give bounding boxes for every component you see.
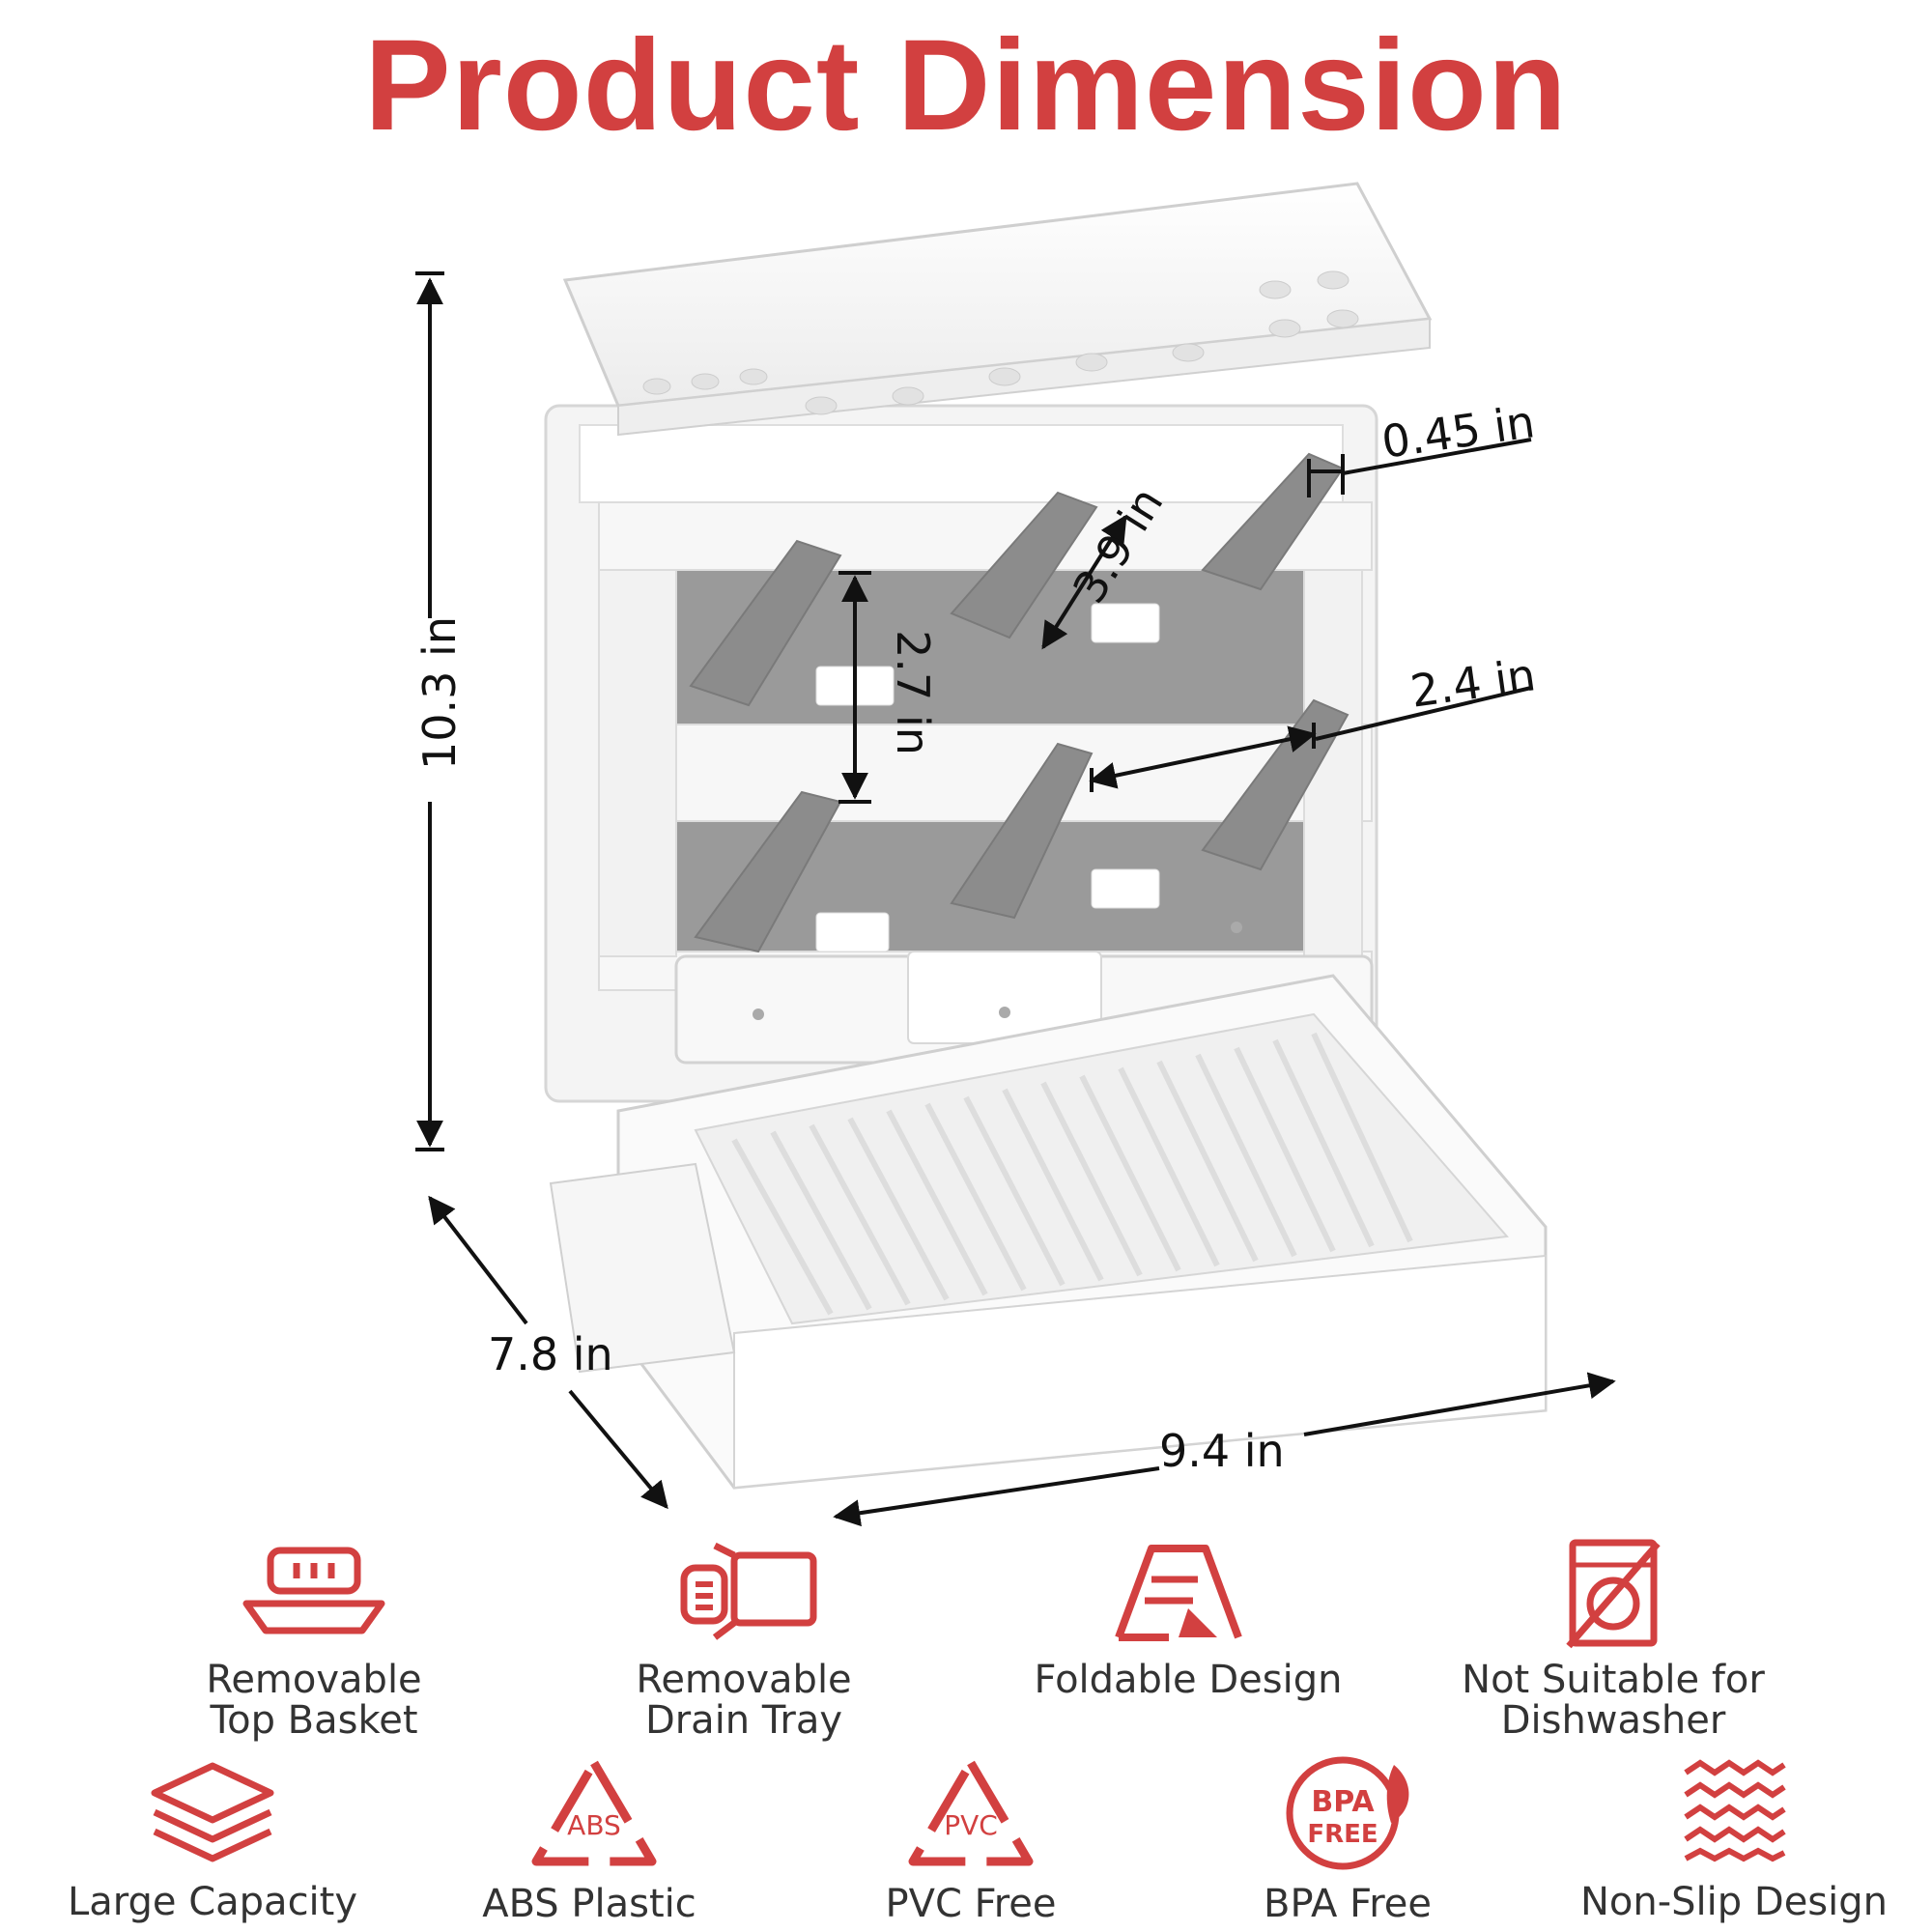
feature-label-bpa-free: BPA Free <box>1264 1882 1432 1926</box>
layers-icon <box>151 1762 274 1862</box>
recycle-pvc-icon: PVC <box>908 1758 1034 1866</box>
svg-text:PVC: PVC <box>944 1809 998 1841</box>
row-spacing-label: 2.7 in <box>887 630 939 755</box>
width-label: 9.4 in <box>1159 1425 1285 1477</box>
svg-text:ABS: ABS <box>567 1809 621 1841</box>
basket-holes <box>642 270 1359 415</box>
top-basket <box>562 182 1433 437</box>
dimension-lines <box>415 271 1616 1527</box>
tray-ribs <box>731 1032 1413 1316</box>
height-label: 10.3 in <box>413 616 466 770</box>
svg-text:BPA: BPA <box>1311 1785 1375 1819</box>
feature-label-large-capacity: Large Capacity <box>67 1880 358 1924</box>
feature-label-foldable: Foldable Design <box>1034 1658 1343 1702</box>
drain-tray <box>549 974 1548 1490</box>
bpa-free-icon: BPA FREE <box>1286 1756 1409 1870</box>
non-slip-icon <box>1684 1759 1786 1862</box>
basket-icon <box>242 1547 385 1634</box>
depth-label: 7.8 in <box>488 1328 613 1380</box>
drain-tray-icon <box>680 1542 817 1640</box>
feature-label-non-slip: Non-Slip Design <box>1579 1880 1888 1924</box>
feature-label-abs-plastic: ABS Plastic <box>482 1882 696 1926</box>
feature-label-pvc-free: PVC Free <box>885 1882 1057 1926</box>
foldable-icon <box>1115 1545 1242 1641</box>
svg-text:FREE: FREE <box>1307 1820 1378 1849</box>
recycle-abs-icon: ABS <box>531 1758 657 1866</box>
page-title: Product Dimension <box>364 14 1568 157</box>
no-dishwasher-icon <box>1566 1539 1661 1649</box>
product-illustration <box>415 182 1616 1527</box>
